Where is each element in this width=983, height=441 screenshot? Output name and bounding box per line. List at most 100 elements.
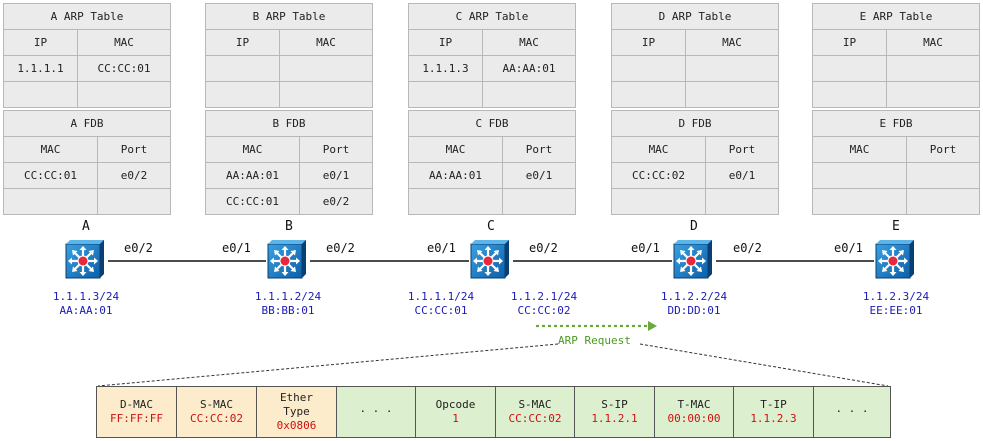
packet-field-ellipsis: · · · [813,386,891,438]
mac-address: BB:BB:01 [261,304,315,317]
field-name: T-MAC [677,398,711,411]
callout-line-right [639,343,889,387]
switch-a-icon[interactable] [64,238,106,280]
col-header: MAC [684,29,780,56]
node-b-name: B [285,219,293,234]
packet-field-sender-ip: S-IP 1.1.2.1 [574,386,654,438]
field-name: Ether [279,391,314,404]
table-cell [705,188,779,215]
table-cell [885,55,981,82]
col-header: IP [3,29,78,56]
col-header: Port [97,136,171,163]
field-name: Type [283,405,310,418]
ip-address: 1.1.1.2/24 [254,290,322,303]
table-cell [97,188,171,215]
field-value: CC:CC:02 [508,412,562,425]
fdb-table-title: D FDB [611,110,779,137]
col-header: Port [705,136,779,163]
table-cell [408,188,503,215]
col-header: MAC [812,136,907,163]
ellipsis-text: · · · [835,405,869,418]
table-cell [885,81,981,108]
table-cell: 1.1.1.3 [408,55,483,82]
table-cell [502,188,576,215]
mac-address: EE:EE:01 [869,304,923,317]
col-header: IP [205,29,280,56]
node-e-address: 1.1.2.3/24 EE:EE:01 [856,290,936,318]
switch-c-icon[interactable] [469,238,511,280]
field-name: S-IP [601,398,628,411]
node-a-address: 1.1.1.3/24 AA:AA:01 [46,290,126,318]
arp-table-title: C ARP Table [407,3,577,30]
node-b-address: 1.1.1.2/24 BB:BB:01 [248,290,328,318]
arp-request-label: ARP Request [558,334,631,347]
col-header: MAC [611,136,706,163]
ip-address: 1.1.1.1/24 [407,290,475,303]
table-cell [278,81,374,108]
field-value: 00:00:00 [667,412,721,425]
field-name: T-IP [760,398,787,411]
switch-e-icon[interactable] [874,238,916,280]
field-value: 1 [452,412,459,425]
packet-field-target-ip: T-IP 1.1.2.3 [733,386,813,438]
packet-field-dmac: D-MAC FF:FF:FF [96,386,176,438]
packet-field-smac: S-MAC CC:CC:02 [176,386,256,438]
col-header: Port [906,136,980,163]
fdb-table-title: E FDB [812,110,980,137]
port-label: e0/1 [222,241,251,255]
table-cell [3,188,98,215]
fdb-table-title: B FDB [205,110,373,137]
port-label: e0/1 [631,241,660,255]
node-c-name: C [487,219,495,234]
port-label: e0/2 [733,241,762,255]
packet-field-sender-mac: S-MAC CC:CC:02 [495,386,574,438]
field-name: S-MAC [199,398,234,411]
mac-address: CC:CC:01 [414,304,468,317]
table-cell [205,81,280,108]
table-cell: CC:CC:02 [611,162,706,189]
arp-table-title: A ARP Table [2,3,172,30]
packet-field-target-mac: T-MAC 00:00:00 [654,386,733,438]
switch-b-icon[interactable] [266,238,308,280]
fdb-table-title: A FDB [3,110,171,137]
ip-address: 1.1.1.3/24 [52,290,120,303]
table-cell [611,81,686,108]
table-cell: AA:AA:01 [408,162,503,189]
ellipsis-text: · · · [359,405,393,418]
table-cell: AA:AA:01 [481,55,577,82]
ip-address: 1.1.2.1/24 [510,290,578,303]
col-header: MAC [76,29,172,56]
node-d-name: D [690,219,698,234]
table-cell [611,55,686,82]
field-value: 1.1.2.1 [591,412,638,425]
table-cell [3,81,78,108]
col-header: MAC [885,29,981,56]
node-e-name: E [892,219,900,234]
field-value: 0x0806 [276,419,317,432]
table-cell: CC:CC:01 [205,188,300,215]
table-cell: e0/1 [502,162,576,189]
field-name: S-MAC [518,398,552,411]
table-cell: CC:CC:01 [76,55,172,82]
table-cell [684,81,780,108]
port-label: e0/2 [529,241,558,255]
table-cell: AA:AA:01 [205,162,300,189]
table-cell: e0/1 [705,162,779,189]
node-d-address: 1.1.2.2/24 DD:DD:01 [654,290,734,318]
node-a-name: A [82,219,90,234]
table-cell [906,188,980,215]
port-label: e0/2 [124,241,153,255]
col-header: Port [502,136,576,163]
table-cell [205,55,280,82]
port-label: e0/1 [834,241,863,255]
switch-d-icon[interactable] [672,238,714,280]
